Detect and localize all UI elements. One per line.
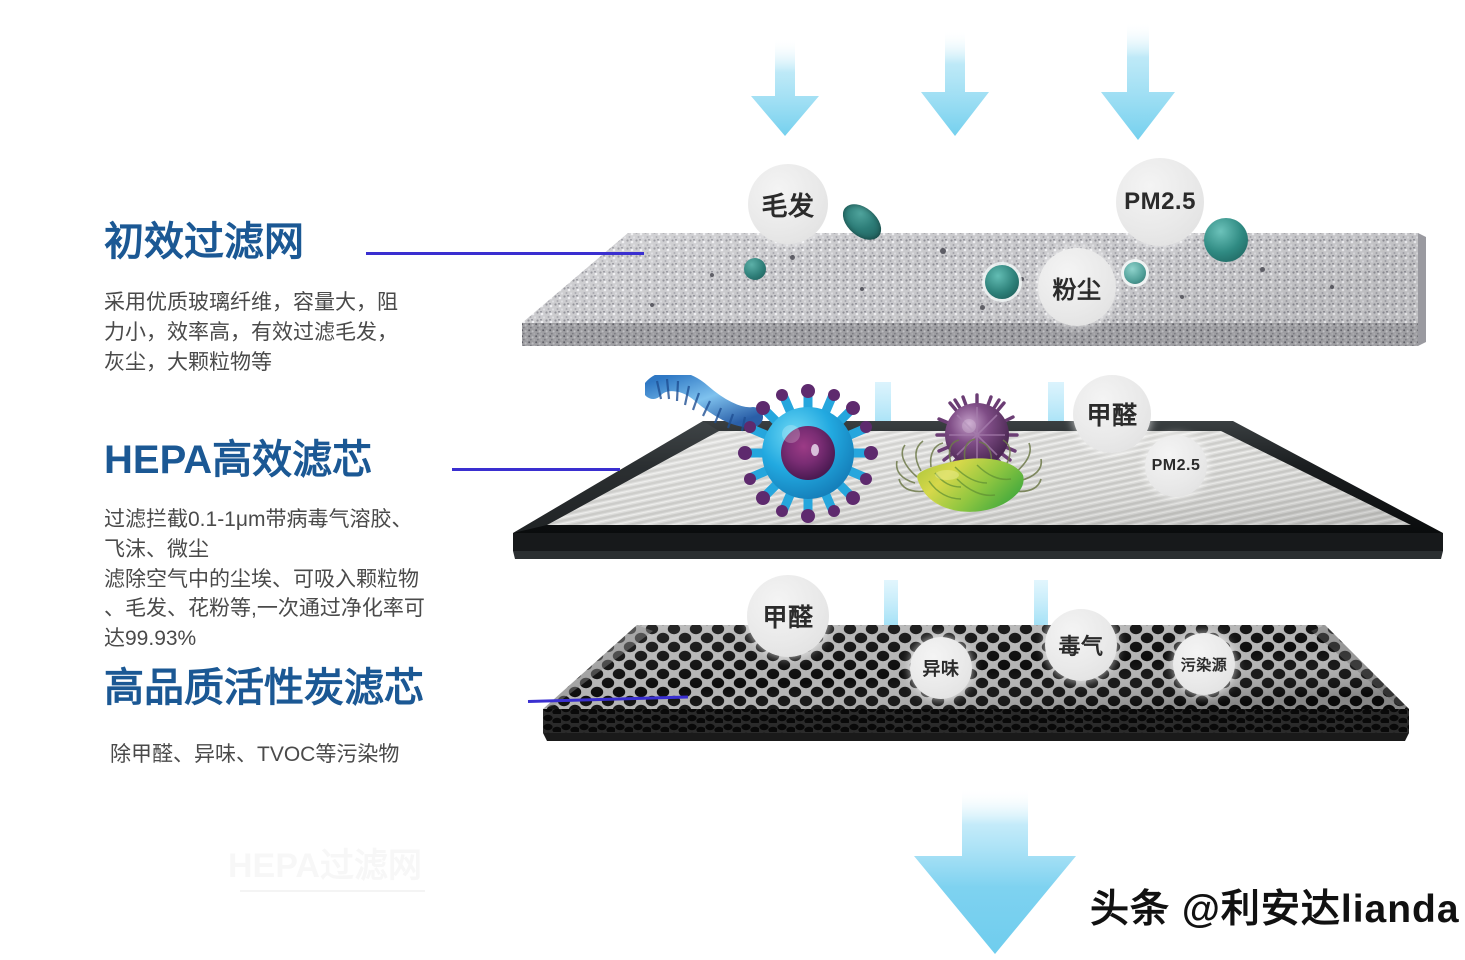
dust-spot bbox=[980, 305, 985, 310]
bubble-label-pm25-hepa: PM2.5 bbox=[1145, 435, 1207, 497]
section-body-hepa: 过滤拦截0.1-1μm带病毒气溶胶、 飞沫、微尘 滤除空气中的尘埃、可吸入颗粒物… bbox=[104, 508, 425, 651]
section-body-carbon: 除甲醛、异味、TVOC等污染物 bbox=[110, 743, 400, 766]
pm25-particle-icon bbox=[1124, 262, 1146, 284]
bubble-label-text: PM2.5 bbox=[1124, 188, 1196, 215]
airflow-arrow-intake-3 bbox=[1095, 22, 1181, 142]
bubble-label-dust: 粉尘 bbox=[1038, 248, 1116, 326]
bubble-label-hair: 毛发 bbox=[748, 164, 828, 244]
bubble-label-pollution-source: 污染源 bbox=[1173, 633, 1235, 695]
dust-spot bbox=[790, 255, 795, 260]
dust-particle-icon bbox=[744, 258, 766, 280]
ghost-watermark-rule bbox=[240, 890, 425, 892]
dust-spot bbox=[1020, 277, 1024, 281]
coronavirus-icon bbox=[738, 384, 878, 523]
dust-spot bbox=[940, 248, 946, 254]
bubble-label-pm25-top: PM2.5 bbox=[1116, 158, 1204, 246]
bubble-label-odor: 异味 bbox=[910, 637, 972, 699]
bubble-label-text: 甲醛 bbox=[762, 604, 814, 632]
section-title-carbon: 高品质活性炭滤芯 bbox=[104, 666, 424, 710]
bubble-label-toxic-gas: 毒气 bbox=[1045, 609, 1117, 681]
bubble-label-formaldehyde-hepa: 甲醛 bbox=[1073, 375, 1151, 453]
dust-spot bbox=[1260, 267, 1265, 272]
section-title-hepa: HEPA高效滤芯 bbox=[104, 438, 373, 482]
leader-line-hepa bbox=[452, 468, 620, 471]
bubble-label-text: 甲醛 bbox=[1086, 402, 1138, 430]
dust-spot bbox=[650, 303, 654, 307]
bubble-label-text: 污染源 bbox=[1180, 656, 1228, 674]
section-body-pre-filter: 采用优质玻璃纤维，容量大，阻 力小，效率高，有效过滤毛发， 灰尘，大颗粒物等 bbox=[104, 291, 398, 374]
dust-spot bbox=[860, 287, 864, 291]
bubble-label-text: PM2.5 bbox=[1151, 457, 1201, 474]
dust-spot bbox=[1330, 285, 1334, 289]
ghost-watermark: HEPA过滤网 bbox=[228, 847, 422, 885]
leader-line-pre-filter bbox=[366, 252, 644, 255]
bubble-label-text: 异味 bbox=[922, 659, 960, 679]
bubble-label-text: 毛发 bbox=[761, 190, 815, 221]
airflow-arrow-intake-2 bbox=[915, 30, 995, 138]
dust-spot bbox=[1180, 295, 1184, 299]
airflow-arrow-outlet bbox=[900, 788, 1088, 960]
section-title-pre-filter: 初效过滤网 bbox=[104, 220, 304, 264]
activated-carbon-slab: 甲醛 异味 毒气 污染源 bbox=[525, 575, 1425, 750]
spiral-bacteria-icon bbox=[645, 375, 763, 432]
pm25-particle-icon bbox=[1204, 218, 1248, 262]
flagellate-bacteria-icon bbox=[895, 438, 1043, 512]
bubble-label-text: 粉尘 bbox=[1052, 276, 1102, 304]
airflow-arrow-intake-1 bbox=[745, 38, 825, 138]
watermark: 头条 @利安达lianda bbox=[1090, 888, 1460, 931]
pre-filter-slab bbox=[500, 215, 1440, 365]
bubble-label-text: 毒气 bbox=[1058, 634, 1104, 659]
bubble-label-formaldehyde-carbon: 甲醛 bbox=[747, 575, 829, 657]
purple-virus-icon bbox=[935, 393, 1019, 477]
dust-spot bbox=[710, 273, 714, 277]
pollen-particle-icon bbox=[985, 265, 1019, 299]
